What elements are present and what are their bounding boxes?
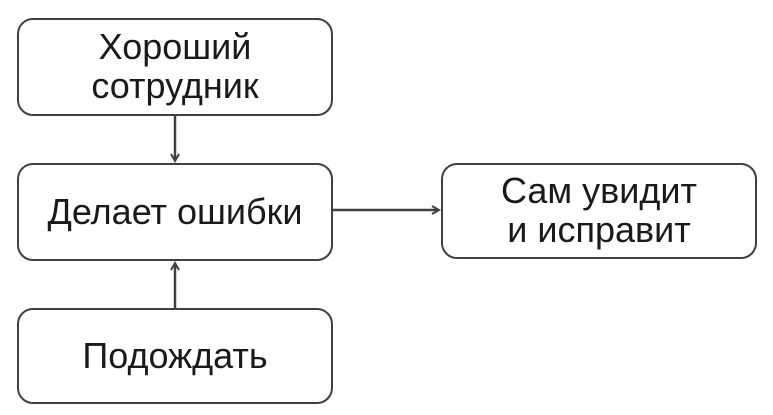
node-will-fix: Сам увидит и исправит <box>441 163 757 259</box>
node-good-employee: Хороший сотрудник <box>17 18 333 116</box>
node-makes-mistakes: Делает ошибки <box>17 163 333 261</box>
node-wait: Подождать <box>17 308 333 404</box>
